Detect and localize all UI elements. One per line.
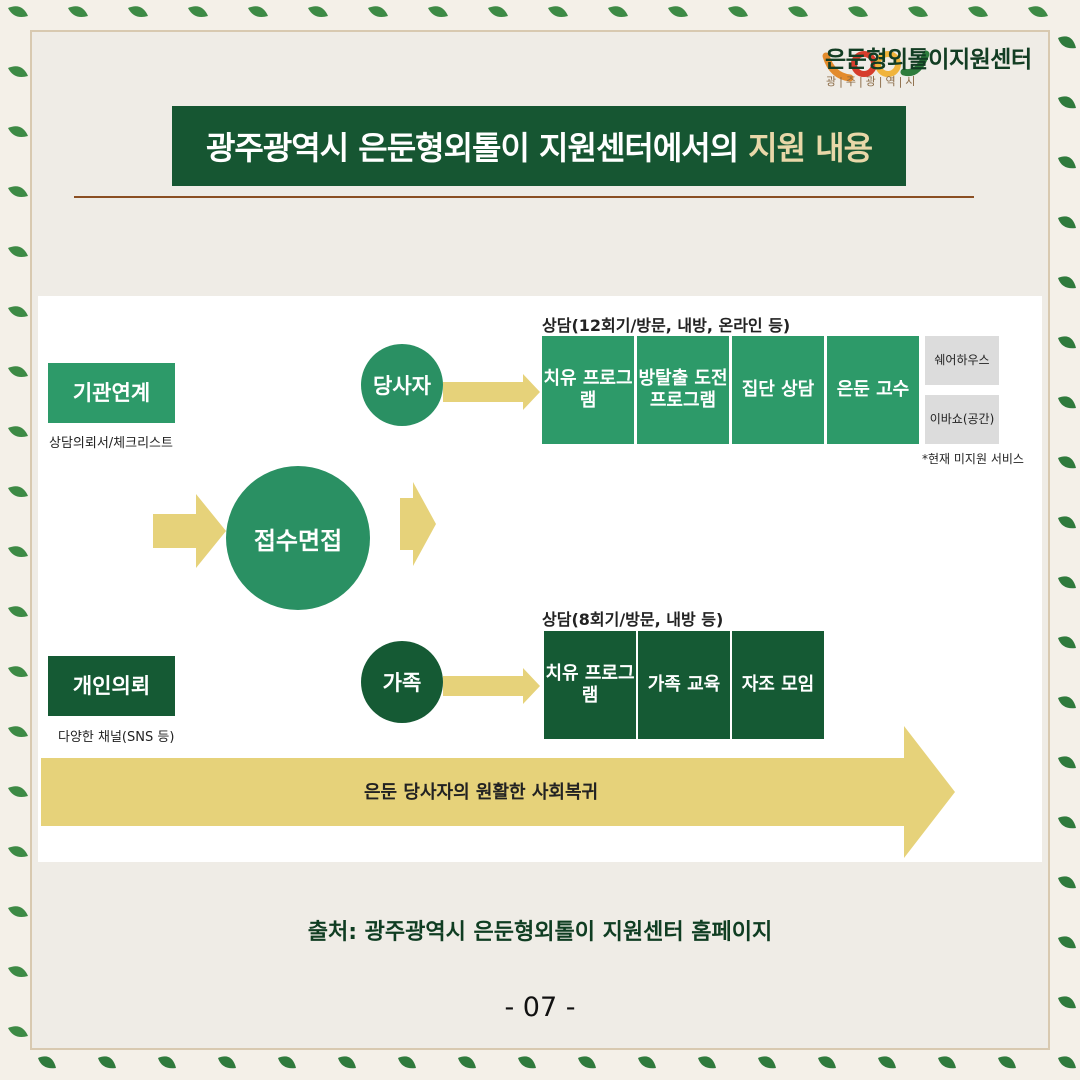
party-box-escape: 방탈출 도전 프로그램 xyxy=(637,336,729,444)
intake-interview-circle: 접수면접 xyxy=(226,466,370,610)
title-divider xyxy=(74,196,974,198)
party-box-healing: 치유 프로그램 xyxy=(542,336,634,444)
intake-out-arrow xyxy=(400,482,436,566)
page-title: 광주광역시 은둔형외톨이 지원센터에서의 지원 내용 xyxy=(172,106,906,186)
title-main: 광주광역시 은둔형외톨이 지원센터에서의 xyxy=(205,129,739,167)
family-box-education: 가족 교육 xyxy=(638,631,730,739)
center-logo-icon xyxy=(822,50,930,82)
party-box-master: 은둔 고수 xyxy=(827,336,919,444)
page-number: - 07 - xyxy=(504,992,576,1023)
agency-link-box: 기관연계 xyxy=(48,363,175,423)
services-note: *현재 미지원 서비스 xyxy=(922,452,1024,466)
logo-subtext: 광|주|광|역|시 xyxy=(826,75,919,88)
personal-request-subtext: 다양한 채널(SNS 등) xyxy=(58,730,175,745)
party-counseling-header: 상담(12회기/방문, 내방, 온라인 등) xyxy=(542,316,791,335)
service-ibasho: 이바쇼(공간) xyxy=(925,395,999,444)
source-caption: 출처: 광주광역시 은둔형외톨이 지원센터 홈페이지 xyxy=(307,920,773,945)
diagram-arrows xyxy=(41,374,955,858)
family-box-selfhelp: 자조 모임 xyxy=(732,631,824,739)
intake-in-arrow xyxy=(153,494,226,568)
personal-request-box: 개인의뢰 xyxy=(48,656,175,716)
title-highlight: 지원 내용 xyxy=(748,129,873,167)
logo-text: 은둔형외톨이지원센터 xyxy=(825,47,1032,73)
bottom-arrow-label: 은둔 당사자의 원활한 사회복귀 xyxy=(364,782,599,803)
party-arrow xyxy=(443,374,540,410)
family-box-healing: 치유 프로그램 xyxy=(544,631,636,739)
support-flow-diagram: 기관연계 상담의뢰서/체크리스트 개인의뢰 다양한 채널(SNS 등) 접수면접… xyxy=(38,296,1042,862)
family-counseling-header: 상담(8회기/방문, 내방 등) xyxy=(542,610,724,629)
service-sharehouse: 쉐어하우스 xyxy=(925,336,999,385)
agency-link-subtext: 상담의뢰서/체크리스트 xyxy=(49,436,173,451)
party-circle: 당사자 xyxy=(361,344,443,426)
party-box-group: 집단 상담 xyxy=(732,336,824,444)
bottom-wide-arrow xyxy=(41,726,955,858)
family-arrow xyxy=(443,668,540,704)
family-circle: 가족 xyxy=(361,641,443,723)
